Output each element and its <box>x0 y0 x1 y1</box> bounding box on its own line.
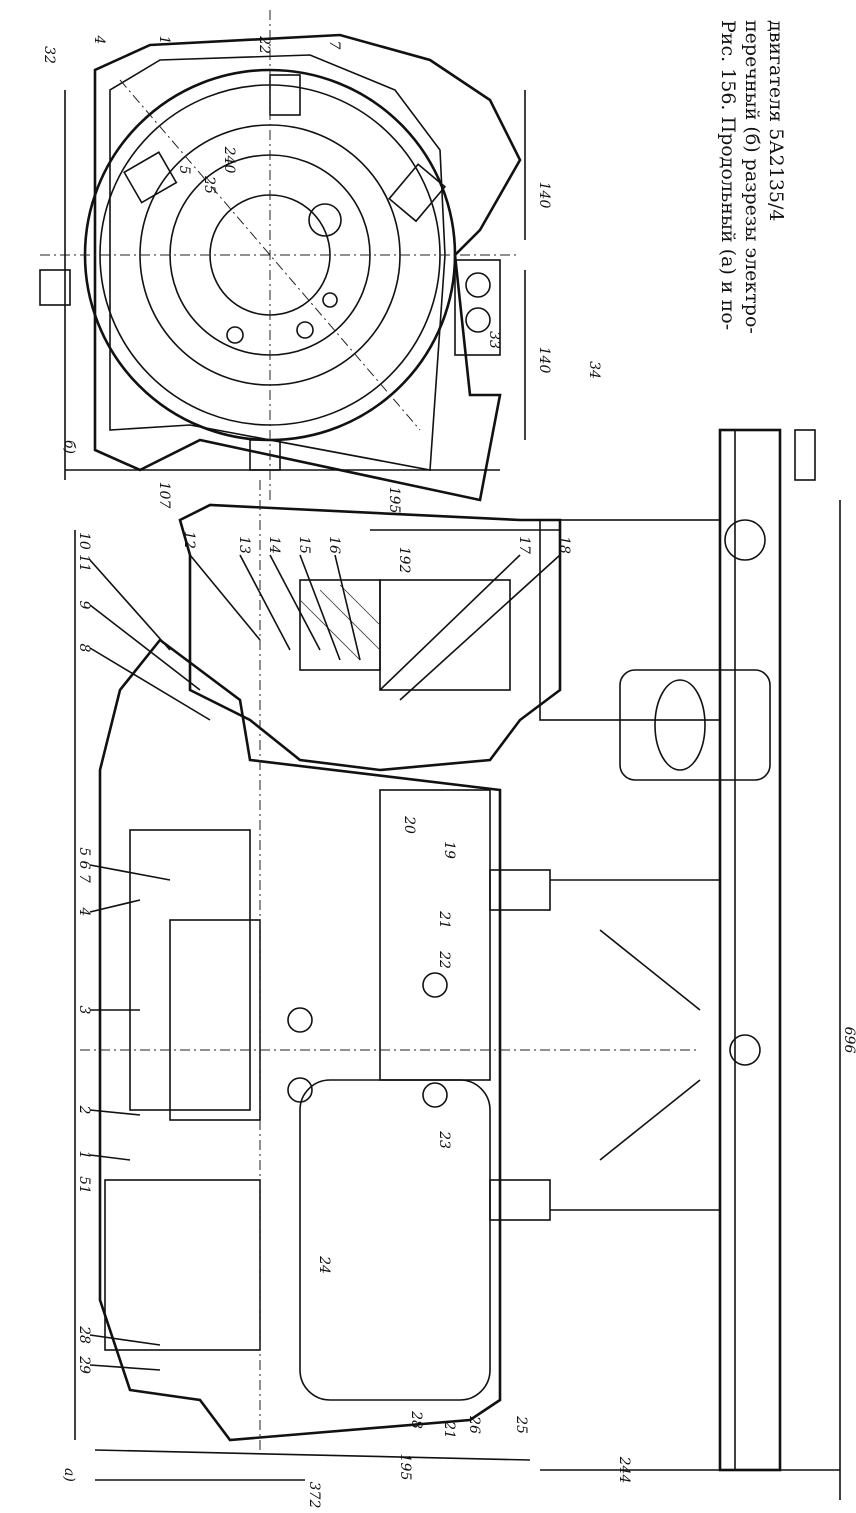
part-number-label: 19 <box>441 841 457 859</box>
figure-caption: Рис. 156. Продольный (а) и по- перечный … <box>717 20 787 334</box>
part-number-label: 1 <box>76 1151 92 1160</box>
part-number-label: 5 6 7 <box>76 847 92 883</box>
part-number-label: 34 <box>586 361 602 379</box>
part-number-label: 51 <box>76 1176 92 1194</box>
part-number-label: 21 <box>441 1420 457 1439</box>
dimension-label: 107 <box>156 482 172 509</box>
dimension-label: 140 <box>536 182 552 209</box>
part-number-label: 22 <box>436 950 452 969</box>
part-number-label: 12 <box>181 531 197 549</box>
part-number-label: 2 <box>76 1105 92 1115</box>
dimension-label: 372 <box>306 1482 322 1509</box>
caption-line-2: перечный (б) разрезы электро- <box>741 20 763 334</box>
dimension-label: 192 <box>396 547 412 574</box>
part-number-label: 26 <box>466 1415 482 1434</box>
caption-line-3: двигателя 5А2135/4 <box>765 20 787 222</box>
part-number-label: 14 <box>266 536 282 554</box>
part-number-label: 8 <box>76 644 92 653</box>
part-number-label: 24 <box>316 1255 332 1274</box>
part-number-label: 4 <box>91 35 107 45</box>
part-number-label: 25 <box>513 1415 529 1434</box>
part-number-label: 1 <box>156 36 172 45</box>
part-number-label: 28 <box>408 1410 424 1429</box>
dimension-label: 244 <box>616 1456 632 1484</box>
part-number-label: 25 <box>201 175 217 194</box>
dimension-label: 696 <box>841 1027 856 1054</box>
part-number-label: 33 <box>486 331 502 349</box>
caption-line-1: Рис. 156. Продольный (а) и по- <box>717 20 739 330</box>
part-number-label: 16 <box>326 536 342 554</box>
part-number-label: 10 11 <box>76 532 92 572</box>
part-number-label: 15 <box>296 536 312 554</box>
part-number-label: 18 <box>556 536 572 554</box>
dimension-label: 195 <box>397 1454 413 1481</box>
part-number-label: 13 <box>236 536 252 554</box>
view-tag: а) <box>61 1468 77 1482</box>
part-number-label: 21 <box>436 910 452 929</box>
part-number-label: 17 <box>516 536 532 554</box>
part-number-label: 32 <box>41 46 57 64</box>
part-number-label: 23 <box>436 1130 452 1149</box>
part-number-label: 4 <box>76 907 92 917</box>
leader-lines <box>89 554 561 1371</box>
cross-section-view <box>39 10 526 502</box>
part-number-label: 29 <box>76 1355 92 1374</box>
part-number-label: 28 <box>76 1325 92 1344</box>
part-number-label: 22 <box>256 35 272 54</box>
dimension-label: 140 <box>536 347 552 374</box>
part-number-label: 7 <box>326 41 342 50</box>
part-number-label: 5 <box>176 166 192 175</box>
view-tag: б) <box>61 440 77 454</box>
dimension-label: 195 <box>386 487 402 514</box>
part-number-label: 3 <box>76 1006 92 1015</box>
part-number-label: 20 <box>401 815 417 834</box>
part-number-label: 9 <box>76 601 92 610</box>
longitudinal-section-view <box>74 428 841 1500</box>
dimension-label: 240 <box>221 146 237 174</box>
